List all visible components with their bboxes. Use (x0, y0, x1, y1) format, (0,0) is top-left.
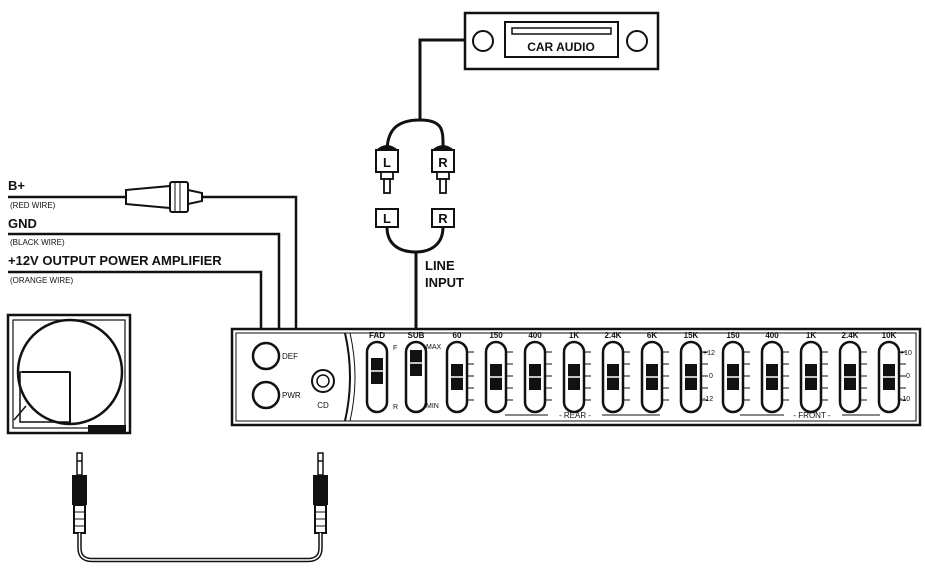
rca-jack-right: R (431, 208, 455, 228)
line-input-label-1: LINE (425, 258, 455, 273)
sub-slider[interactable] (404, 340, 428, 414)
rear-band-slider[interactable]: 400 (523, 331, 552, 414)
front-scale-top: +10 (900, 350, 912, 357)
rear-band-label: 15K (684, 331, 699, 340)
rear-band-slider[interactable]: 15K (679, 331, 708, 414)
gnd-note: (BLACK WIRE) (10, 238, 65, 247)
front-band-slider[interactable]: 10K (877, 331, 906, 414)
front-band-slider[interactable]: 400 (760, 331, 789, 414)
rear-scale-top: +12 (703, 350, 715, 357)
rear-section-label: - REAR - (559, 411, 591, 420)
car-audio-label: CAR AUDIO (527, 40, 595, 54)
fad-slider[interactable] (365, 340, 389, 414)
amp-note: (ORANGE WIRE) (10, 276, 73, 285)
front-band-slider[interactable]: 1K (799, 331, 828, 414)
rca-jack-right-label: R (438, 211, 448, 226)
rear-band-slider[interactable]: 150 (484, 331, 513, 414)
fad-bottom-label: R (393, 404, 398, 411)
rca-plug-left-label: L (383, 155, 391, 170)
rca-plug-right: R (431, 145, 455, 194)
pwr-label: PWR (282, 391, 301, 400)
sub-bottom-label: MIN (426, 403, 439, 410)
front-band-slider[interactable]: 150 (721, 331, 750, 414)
front-band-label: 400 (765, 331, 779, 340)
power-button[interactable]: PWR (251, 380, 301, 410)
rear-band-slider[interactable]: 2.4K (601, 331, 630, 414)
gnd-label: GND (8, 216, 37, 231)
def-button[interactable]: DEF (251, 341, 298, 371)
rca-jack-left: L (375, 208, 399, 228)
car-audio-unit: CAR AUDIO (463, 11, 660, 71)
front-band-label: 10K (882, 331, 897, 340)
rear-band-label: 2.4K (605, 331, 622, 340)
rear-scale-bottom: -12 (703, 396, 713, 403)
front-scale-bottom: -10 (900, 396, 910, 403)
rear-band-label: 150 (489, 331, 503, 340)
rca-plug-left: L (375, 145, 399, 194)
fad-top-label: F (393, 345, 397, 352)
car-audio-cable (418, 38, 465, 120)
rear-band-label: 400 (528, 331, 542, 340)
sub-label: SUB (408, 331, 425, 340)
front-band-label: 1K (806, 331, 816, 340)
aux-cable (72, 452, 328, 563)
cd-label: CD (317, 401, 329, 410)
line-input-label-2: INPUT (425, 275, 464, 290)
front-band-slider[interactable]: 2.4K (838, 331, 867, 414)
rear-band-label: 60 (453, 331, 462, 340)
rear-band-slider[interactable]: 6K (640, 331, 669, 414)
bplus-note: (RED WIRE) (10, 201, 56, 210)
def-label: DEF (282, 352, 298, 361)
sub-top-label: MAX (426, 344, 442, 351)
rear-band-label: 6K (647, 331, 657, 340)
rca-jack-left-label: L (383, 211, 391, 226)
cd-player (6, 313, 132, 435)
rear-band-slider[interactable]: 60 (445, 331, 474, 414)
rear-scale-mid: 0 (709, 373, 713, 380)
amp-label: +12V OUTPUT POWER AMPLIFIER (8, 253, 222, 268)
fad-label: FAD (369, 331, 385, 340)
rear-band-label: 1K (569, 331, 579, 340)
bplus-label: B+ (8, 178, 25, 193)
front-scale-mid: 0 (906, 373, 910, 380)
cd-input-jack[interactable]: CD (311, 369, 335, 410)
eq-band-group: 60 150 400 1K 2.4K 6K 15K 150 400 1K 2.4K 10K (445, 331, 906, 414)
front-section-label: - FRONT - (793, 411, 831, 420)
rca-plug-right-label: R (438, 155, 448, 170)
front-band-label: 2.4K (842, 331, 859, 340)
rear-band-slider[interactable]: 1K (562, 331, 591, 414)
fuse-holder (125, 181, 203, 213)
front-band-label: 150 (726, 331, 740, 340)
